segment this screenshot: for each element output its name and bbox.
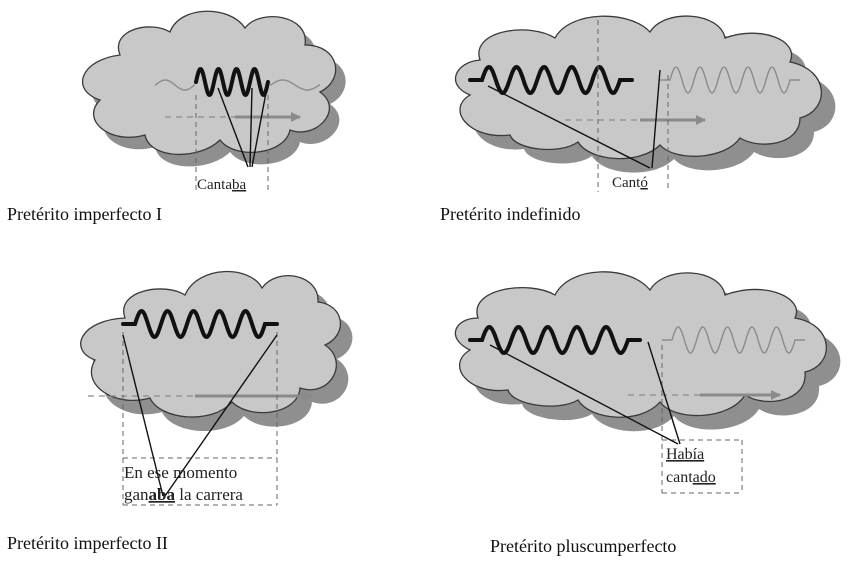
panel-imperfecto-2: En ese momento ganaba la carrera bbox=[81, 272, 353, 505]
panel-pluscuamperfecto: Había cantado bbox=[455, 272, 840, 493]
caption-imperfecto-1: Pretérito imperfecto I bbox=[7, 204, 162, 225]
panel-indefinido: Cantó bbox=[456, 16, 836, 192]
example-line-1: En ese momento bbox=[124, 463, 237, 482]
panel-imperfecto-1: Cantaba bbox=[83, 11, 346, 193]
cloud bbox=[456, 16, 822, 159]
example-line-2: ganaba la carrera bbox=[124, 485, 243, 504]
auxiliary-label: Había bbox=[666, 446, 704, 463]
participle-label: cantado bbox=[666, 469, 716, 486]
verb-label: Cantó bbox=[612, 175, 648, 191]
verb-label: Cantaba bbox=[197, 177, 247, 193]
caption-imperfecto-2: Pretérito imperfecto II bbox=[7, 533, 168, 554]
caption-pluscuamperfecto: Pretérito pluscumperfecto bbox=[490, 536, 676, 557]
caption-indefinido: Pretérito indefinido bbox=[440, 204, 580, 225]
